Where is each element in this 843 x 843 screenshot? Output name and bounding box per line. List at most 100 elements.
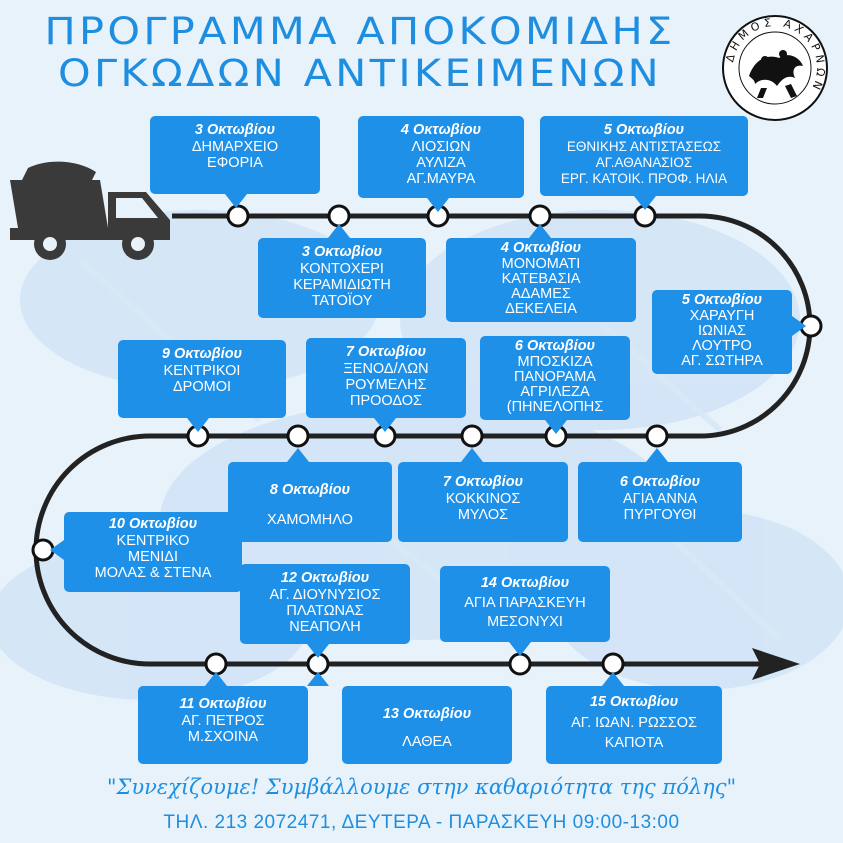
- schedule-area: ΙΩΝΙΑΣ: [697, 323, 746, 339]
- schedule-date: 8 Οκτωβίου: [269, 482, 351, 498]
- schedule-date: 9 Οκτωβίου: [161, 346, 243, 362]
- callout-pointer: [307, 672, 329, 686]
- schedule-area: ΧΑΜΟΜΗΛΟ: [267, 512, 353, 528]
- schedule-date: 5 Οκτωβίου: [603, 122, 685, 138]
- truck-icon: [10, 161, 170, 260]
- schedule-date: 3 Οκτωβίου: [301, 244, 383, 260]
- callout-pointer: [374, 418, 396, 432]
- schedule-area: ΕΘΝΙΚΗΣ ΑΝΤΙΣΤΑΣΕΩΣ: [566, 139, 722, 154]
- schedule-area: ΑΔΑΜΕΣ: [511, 286, 571, 302]
- schedule-box-oct13: 13 Οκτωβίου ΛΑΘΕΑ: [342, 686, 512, 764]
- schedule-box-oct3-b: 3 Οκτωβίου ΚΟΝΤΟΧΕΡΙ ΚΕΡΑΜΙΔΙΩΤΗ ΤΑΤΟΪΟΥ: [258, 238, 426, 318]
- schedule-area: ΑΓ. ΙΩΑΝ. ΡΩΣΣΟΣ: [571, 715, 697, 731]
- schedule-date: 11 Οκτωβίου: [179, 696, 267, 712]
- schedule-date: 13 Οκτωβίου: [382, 706, 472, 722]
- schedule-date: 12 Οκτωβίου: [280, 570, 370, 586]
- route-stop: [601, 652, 625, 676]
- schedule-box-oct4-b: 4 Οκτωβίου ΜΟΝΟΜΑΤΙ ΚΑΤΕΒΑΣΙΑ ΑΔΑΜΕΣ ΔΕΚ…: [446, 238, 636, 322]
- callout-pointer: [509, 642, 531, 656]
- schedule-box-oct14: 14 Οκτωβίου ΑΓΙΑ ΠΑΡΑΣΚΕΥΗ ΜΕΣΟΝΥΧΙ: [440, 566, 610, 642]
- schedule-area: ΑΓ. ΣΩΤΗΡΑ: [681, 353, 763, 369]
- schedule-date: 4 Οκτωβίου: [400, 122, 482, 138]
- schedule-area: ΛΑΘΕΑ: [402, 734, 452, 750]
- route-stop: [226, 204, 250, 228]
- callout-pointer: [529, 224, 551, 238]
- schedule-area: ΚΑΠΟΤΑ: [604, 735, 664, 751]
- schedule-area: ΧΑΡΑΥΓΗ: [689, 308, 755, 324]
- schedule-area: ΝΕΑΠΟΛΗ: [289, 619, 361, 635]
- schedule-area: ΜΕΣΟΝΥΧΙ: [487, 614, 563, 630]
- callout-pointer: [602, 672, 624, 686]
- callout-pointer: [187, 418, 209, 432]
- schedule-area: ΠΥΡΓΟΥΘΙ: [623, 507, 697, 523]
- schedule-area: ΑΓ.ΜΑΥΡΑ: [406, 171, 476, 187]
- schedule-box-oct5-a: 5 Οκτωβίου ΕΘΝΙΚΗΣ ΑΝΤΙΣΤΑΣΕΩΣ ΑΓ.ΑΘΑΝΑΣ…: [540, 116, 748, 196]
- schedule-area: ΛΙΟΣΙΩΝ: [411, 139, 471, 155]
- schedule-area: (ΠΗΝΕΛΟΠΗΣ: [506, 399, 604, 415]
- schedule-area: ΔΗΜΑΡΧΕΙΟ: [191, 139, 279, 155]
- schedule-area: ΡΟΥΜΕΛΗΣ: [345, 377, 427, 393]
- contact-phone: ΤΗΛ. 213 2072471, ΔΕΥΤΕΡΑ - ΠΑΡΑΣΚΕΥΗ 09…: [163, 812, 680, 833]
- callout-pointer: [427, 198, 449, 212]
- schedule-box-oct6-a: 6 Οκτωβίου ΜΠΟΣΚΙΖΑ ΠΑΝΟΡΑΜΑ ΑΓΡΙΛΕΖΑ (Π…: [480, 336, 630, 420]
- schedule-area: Μ.ΣΧΟΙΝΑ: [187, 729, 259, 745]
- schedule-area: ΛΟΥΤΡΟ: [692, 338, 752, 354]
- schedule-area: ΠΑΝΟΡΑΜΑ: [514, 369, 596, 385]
- schedule-area: ΜΠΟΣΚΙΖΑ: [517, 354, 593, 370]
- schedule-date: 7 Οκτωβίου: [345, 344, 427, 360]
- schedule-area: ΠΛΑΤΩΝΑΣ: [286, 603, 364, 619]
- schedule-box-oct9: 9 Οκτωβίου ΚΕΝΤΡΙΚΟΙ ΔΡΟΜΟΙ: [118, 340, 286, 418]
- schedule-box-oct5-b: 5 Οκτωβίου ΧΑΡΑΥΓΗ ΙΩΝΙΑΣ ΛΟΥΤΡΟ ΑΓ. ΣΩΤ…: [652, 290, 792, 374]
- callout-pointer: [50, 540, 64, 560]
- schedule-box-oct11: 11 Οκτωβίου ΑΓ. ΠΕΤΡΟΣ Μ.ΣΧΟΙΝΑ: [138, 686, 308, 764]
- schedule-area: ΑΓ. ΔΙΟΥΝΥΣΙΟΣ: [269, 587, 381, 603]
- schedule-date: 14 Οκτωβίου: [480, 575, 570, 591]
- page-title-line1: ΠΡΟΓΡΑΜΜΑ ΑΠΟΚΟΜΙΔΗΣ: [44, 10, 676, 53]
- schedule-area: ΔΡΟΜΟΙ: [172, 379, 232, 395]
- schedule-area: ΕΦΟΡΙΑ: [207, 155, 263, 171]
- schedule-box-oct15: 15 Οκτωβίου ΑΓ. ΙΩΑΝ. ΡΩΣΣΟΣ ΚΑΠΟΤΑ: [546, 686, 722, 764]
- schedule-area: ΑΓΡΙΛΕΖΑ: [520, 384, 590, 400]
- route-stop: [286, 424, 310, 448]
- route-stop: [508, 652, 532, 676]
- schedule-area: ΑΓ. ΠΕΤΡΟΣ: [181, 713, 265, 729]
- schedule-area: ΑΥΛΙΖΑ: [416, 155, 466, 171]
- schedule-box-oct4-a: 4 Οκτωβίου ΛΙΟΣΙΩΝ ΑΥΛΙΖΑ ΑΓ.ΜΑΥΡΑ: [358, 116, 524, 198]
- route-stop: [327, 204, 351, 228]
- schedule-area: ΞΕΝΟΔ/ΛΩΝ: [343, 361, 429, 377]
- schedule-area: ΕΡΓ. ΚΑΤΟΙΚ. ΠΡΟΦ. ΗΛΙΑ: [560, 171, 728, 186]
- schedule-date: 4 Οκτωβίου: [500, 240, 582, 256]
- schedule-area: ΔΕΚΕΛΕΙΑ: [505, 301, 577, 317]
- schedule-date: 6 Οκτωβίου: [514, 338, 596, 354]
- callout-pointer: [461, 448, 483, 462]
- schedule-date: 7 Οκτωβίου: [442, 474, 524, 490]
- callout-pointer: [634, 196, 656, 210]
- callout-pointer: [328, 224, 350, 238]
- schedule-area: ΚΑΤΕΒΑΣΙΑ: [501, 271, 581, 287]
- page-title-line2: ΟΓΚΩΔΩΝ ΑΝΤΙΚΕΙΜΕΝΩΝ: [57, 52, 662, 95]
- schedule-area: ΑΓ.ΑΘΑΝΑΣΙΟΣ: [595, 155, 693, 170]
- callout-pointer: [545, 420, 567, 434]
- schedule-area: ΑΓΙΑ ΠΑΡΑΣΚΕΥΗ: [464, 595, 586, 611]
- schedule-area: ΜΕΝΙΔΙ: [128, 549, 178, 565]
- schedule-box-oct7-a: 7 Οκτωβίου ΞΕΝΟΔ/ΛΩΝ ΡΟΥΜΕΛΗΣ ΠΡΟΟΔΟΣ: [306, 338, 466, 418]
- callout-pointer: [307, 644, 329, 658]
- callout-pointer: [792, 316, 806, 336]
- slogan: "Συνεχίζουμε! Συμβάλλουμε στην καθαριότη…: [106, 775, 737, 799]
- route-stop: [460, 424, 484, 448]
- schedule-date: 15 Οκτωβίου: [589, 694, 679, 710]
- schedule-area: ΠΡΟΟΔΟΣ: [349, 393, 423, 409]
- schedule-box-oct7-b: 7 Οκτωβίου ΚΟΚΚΙΝΟΣ ΜΥΛΟΣ: [398, 462, 568, 542]
- route-stop: [645, 424, 669, 448]
- route-stop: [204, 652, 228, 676]
- callout-pointer: [205, 672, 227, 686]
- schedule-area: ΚΕΝΤΡΙΚΟΙ: [163, 363, 241, 379]
- schedule-area: ΜΟΝΟΜΑΤΙ: [501, 256, 581, 272]
- schedule-area: ΤΑΤΟΪΟΥ: [311, 293, 373, 309]
- schedule-area: ΜΟΛΑΣ & ΣΤΕΝΑ: [94, 565, 212, 581]
- callout-pointer: [225, 194, 247, 208]
- municipality-logo: ΔΗΜΟΣ ΑΧΑΡΝΩΝ: [722, 15, 828, 121]
- schedule-area: ΑΓΙΑ ΑΝΝΑ: [622, 491, 698, 507]
- schedule-box-oct6-b: 6 Οκτωβίου ΑΓΙΑ ΑΝΝΑ ΠΥΡΓΟΥΘΙ: [578, 462, 742, 542]
- callout-pointer: [646, 448, 668, 462]
